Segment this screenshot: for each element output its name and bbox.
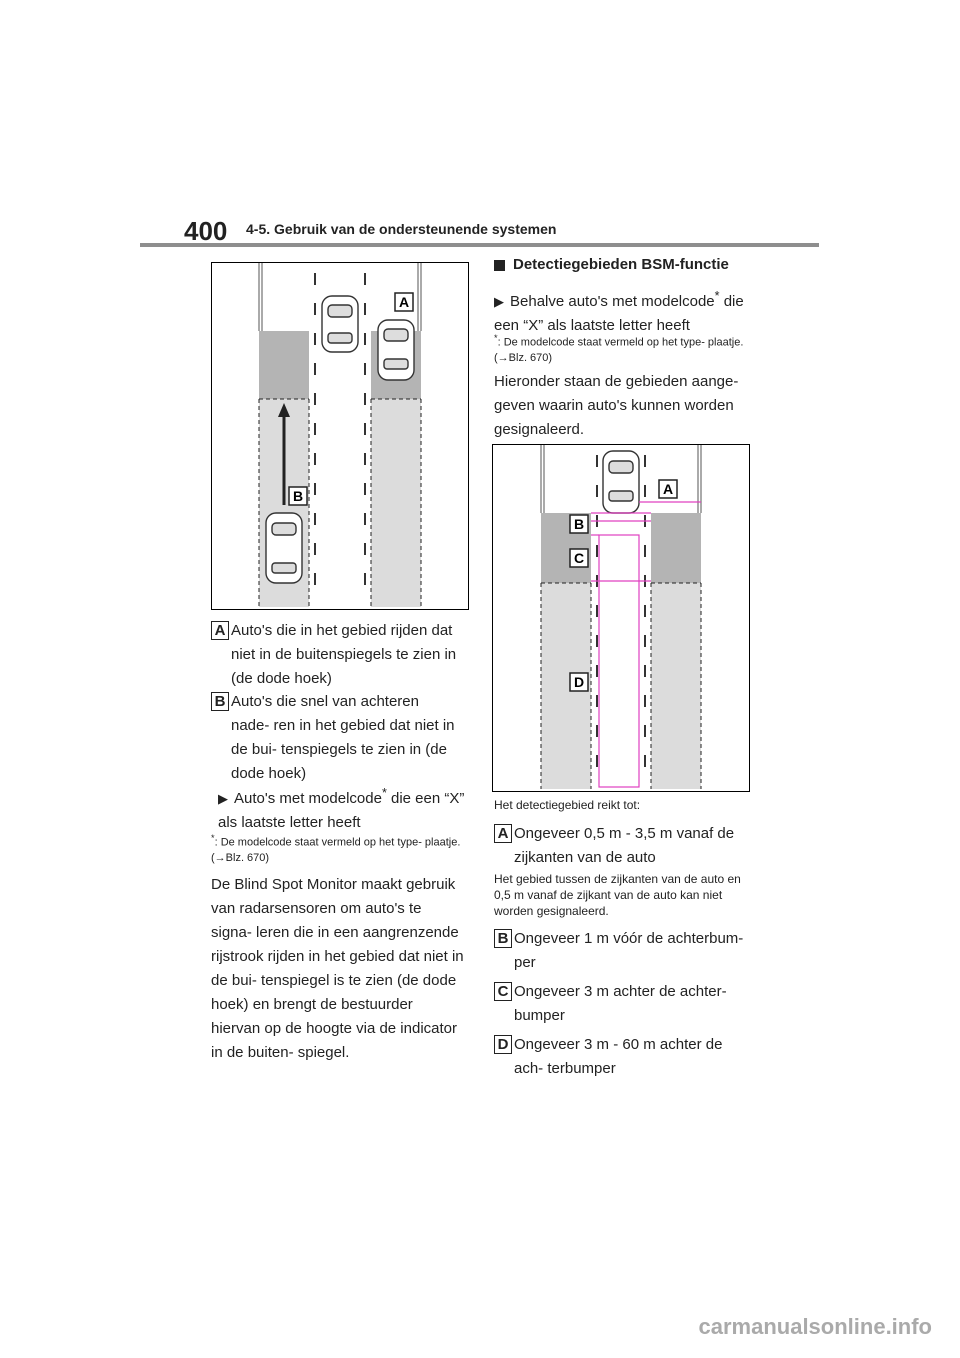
item-text: Ongeveer 3 m achter de achter- bumper	[514, 983, 727, 1024]
item-text: Ongeveer 1 m vóór de achterbum- per	[514, 930, 744, 971]
watermark: carmanualsonline.info	[698, 1314, 933, 1339]
page-number: 400	[184, 216, 228, 246]
intro-text: Hieronder staan de gebieden aange- geven…	[494, 373, 739, 438]
list-item-c: C Ongeveer 3 m achter de achter- bumper	[494, 980, 754, 1028]
paragraph-bsm: De Blind Spot Monitor maakt gebruik van …	[211, 876, 464, 1061]
fig-label-b: B	[574, 516, 584, 532]
triangle-bullet-icon: ▶	[218, 791, 228, 806]
label-b-icon: B	[211, 692, 229, 711]
fig-label-c: C	[574, 550, 584, 566]
fig-label-b: B	[293, 488, 303, 504]
figure-detection-areas: A B C D	[492, 444, 750, 792]
label-b-icon: B	[494, 929, 512, 948]
bullet-model-except-x: ▶Behalve auto's met modelcode* die een “…	[494, 289, 744, 334]
square-bullet-icon	[494, 259, 505, 271]
section-title: Detectiegebieden BSM-functie	[494, 256, 729, 273]
item-text: Ongeveer 3 m - 60 m achter de ach- terbu…	[514, 1036, 723, 1077]
label-a-icon: A	[494, 824, 512, 843]
list-item-a: A Ongeveer 0,5 m - 3,5 m vanaf de zijkan…	[494, 822, 754, 870]
item-text: Ongeveer 0,5 m - 3,5 m vanaf de zijkante…	[514, 825, 735, 866]
footnote-right: *: De modelcode staat vermeld op het typ…	[494, 333, 744, 364]
header-rule	[140, 243, 819, 247]
fig-label-a: A	[663, 481, 673, 497]
item-text: Auto's die snel van achteren nade- ren i…	[231, 693, 455, 782]
triangle-bullet-icon: ▶	[494, 294, 504, 309]
list-item-b: B Ongeveer 1 m vóór de achterbum- per	[494, 927, 754, 975]
item-text: Auto's die in het gebied rijden dat niet…	[231, 622, 457, 687]
list-item-d: D Ongeveer 3 m - 60 m achter de ach- ter…	[494, 1033, 754, 1081]
note-a: Het gebied tussen de zijkanten van de au…	[494, 872, 741, 918]
chapter-title: 4-5. Gebruik van de ondersteunende syste…	[246, 221, 557, 237]
label-a-icon: A	[211, 621, 229, 640]
list-item-b: B Auto's die snel van achteren nade- ren…	[211, 690, 471, 786]
fig-label-a: A	[399, 294, 409, 310]
figure-caption: Het detectiegebied reikt tot:	[494, 798, 641, 812]
bullet-model-x: ▶Auto's met modelcode* die een “X” als l…	[218, 786, 465, 831]
label-d-icon: D	[494, 1035, 512, 1054]
footnote-left: *: De modelcode staat vermeld op het typ…	[211, 833, 461, 864]
fig-label-d: D	[574, 674, 584, 690]
list-item-a: A Auto's die in het gebied rijden dat ni…	[211, 619, 471, 689]
figure-blind-spot: A B	[211, 262, 469, 610]
label-c-icon: C	[494, 982, 512, 1001]
